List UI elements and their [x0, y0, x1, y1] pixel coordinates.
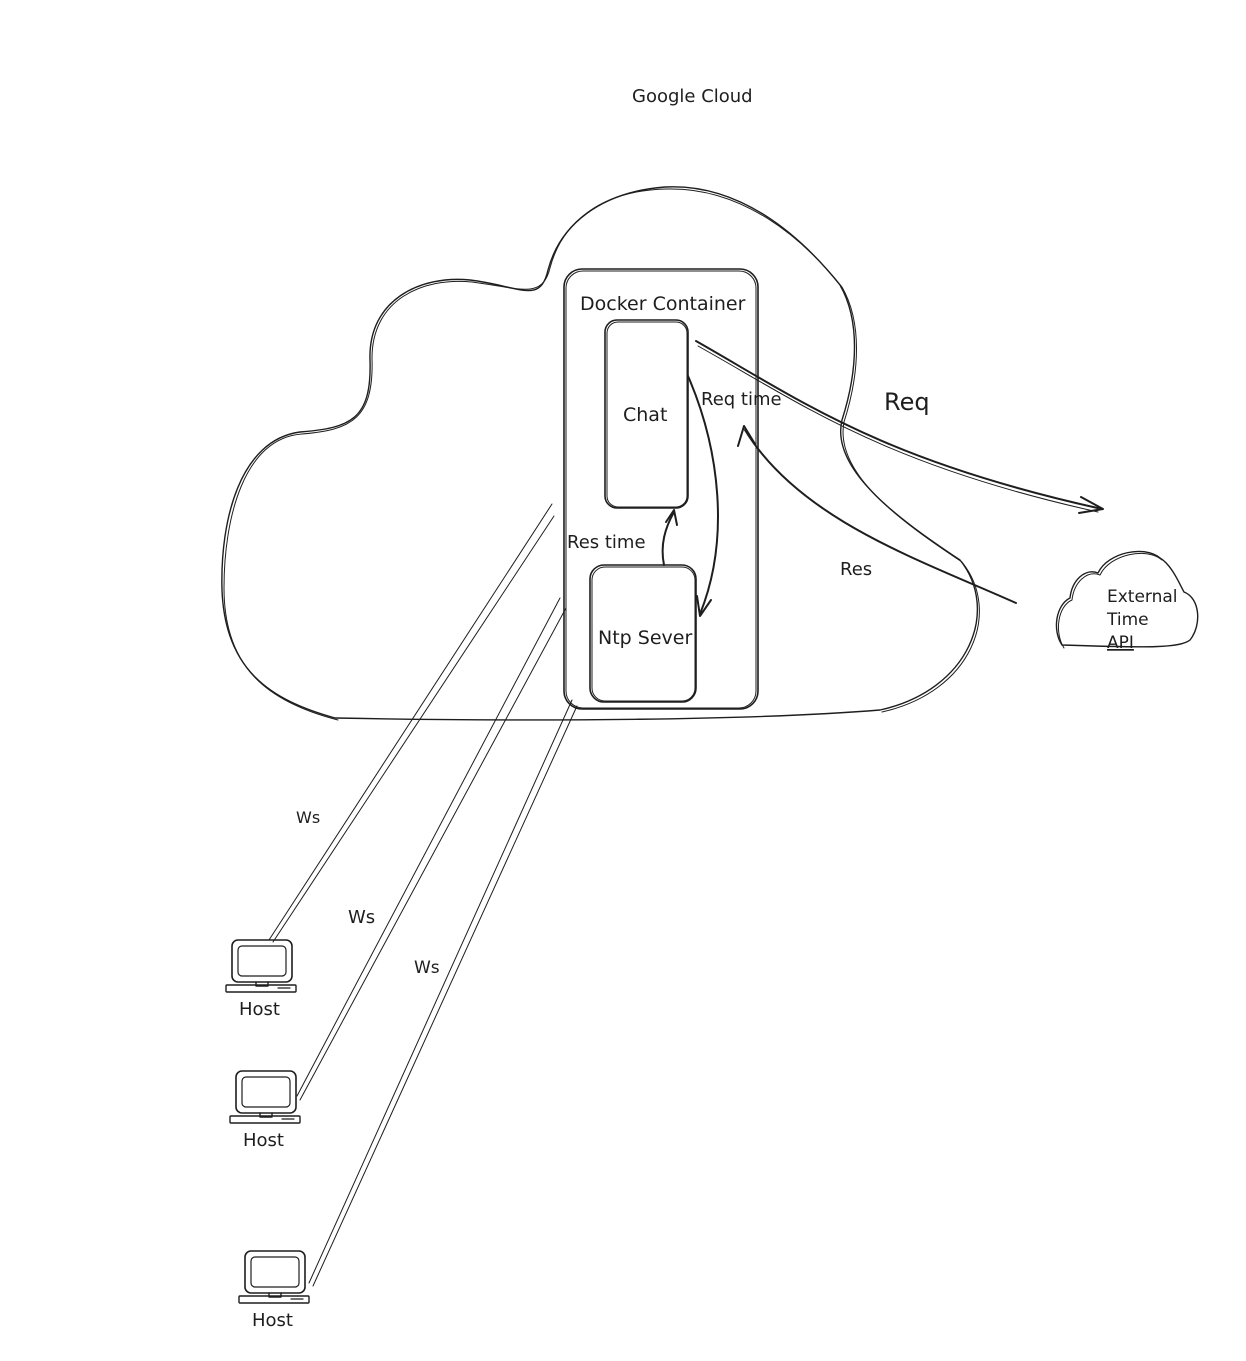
req-label: Req — [884, 388, 930, 416]
ws-connection-1 — [268, 503, 555, 943]
ntp-server-node: Ntp Sever — [589, 564, 697, 703]
ws-connection-3 — [308, 699, 578, 1287]
res-time-arrow — [661, 509, 678, 566]
host-3: Host — [238, 1250, 310, 1331]
host-label-2: Host — [243, 1130, 284, 1151]
external-api-label-line1: External — [1107, 587, 1178, 607]
computer-icon — [225, 939, 297, 993]
external-api-label-line2: Time — [1106, 610, 1149, 630]
docker-container: Docker Container — [563, 268, 759, 710]
computer-icon — [238, 1250, 310, 1304]
res-arrow — [737, 425, 1017, 604]
chat-node: Chat — [604, 319, 689, 509]
google-cloud-title: Google Cloud — [632, 86, 753, 107]
res-label: Res — [840, 559, 872, 580]
ws-label-3: Ws — [414, 958, 440, 978]
computer-icon — [229, 1070, 301, 1124]
chat-label: Chat — [623, 404, 667, 426]
docker-container-label: Docker Container — [580, 293, 746, 315]
host-label-1: Host — [239, 999, 280, 1020]
external-time-api-node: External Time API — [1055, 550, 1199, 653]
req-time-arrow — [687, 375, 719, 617]
host-1: Host — [225, 939, 297, 1020]
res-time-label: Res time — [567, 532, 646, 553]
ws-connection-2 — [296, 597, 567, 1101]
ntp-server-label: Ntp Sever — [598, 627, 692, 649]
host-2: Host — [229, 1070, 301, 1151]
req-arrow — [695, 340, 1104, 514]
google-cloud-shape — [221, 186, 980, 721]
host-label-3: Host — [252, 1310, 293, 1331]
ws-label-2: Ws — [348, 907, 375, 928]
ws-label-1: Ws — [296, 808, 320, 827]
external-api-label-line3: API — [1107, 633, 1134, 653]
req-time-label: Req time — [701, 389, 782, 410]
